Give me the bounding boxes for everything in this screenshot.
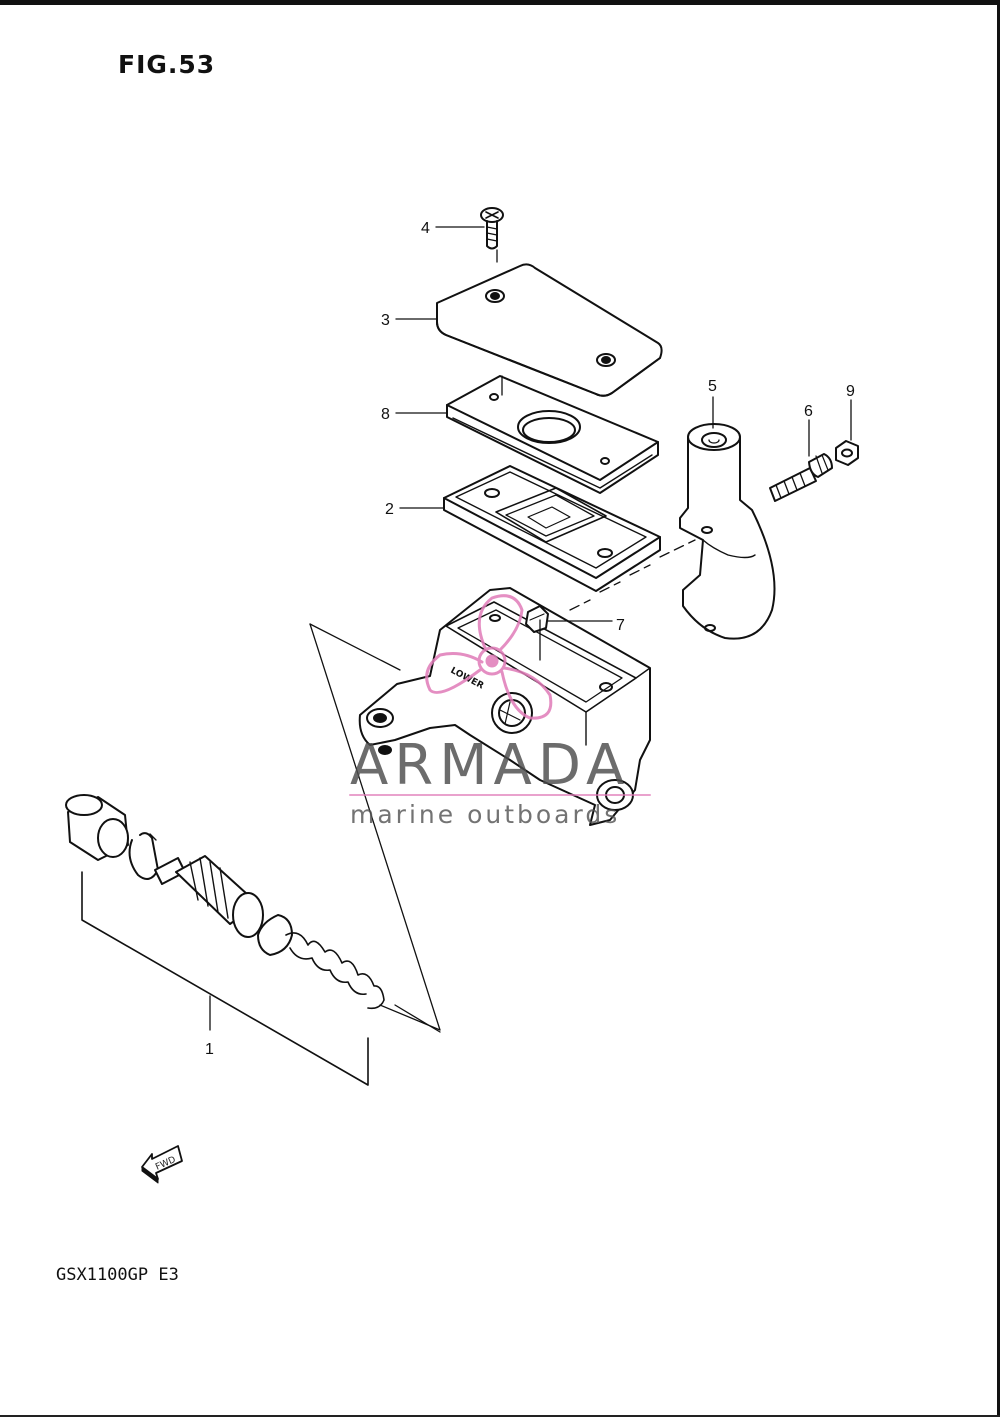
page-border-bottom	[0, 1415, 1000, 1417]
part-8-diaphragm-plate	[446, 375, 659, 494]
page-border-top	[0, 0, 1000, 5]
callout-8: 8	[381, 406, 390, 423]
part-7-fitting	[525, 605, 549, 633]
part-5-lever-holder	[679, 423, 776, 640]
fwd-arrow-icon: FWD	[141, 1145, 183, 1184]
callout-5: 5	[708, 378, 717, 395]
part-4-screw	[480, 207, 504, 250]
callout-numbers: 4 3 8 2 5 6 9 7 1	[205, 220, 855, 1058]
watermark-subtitle: marine outboards	[350, 800, 620, 829]
watermark-logo	[425, 594, 553, 720]
figure-title: FIG.53	[118, 50, 216, 79]
callout-leaders	[395, 226, 852, 622]
watermark-text: ARMADA marine outboards	[349, 733, 651, 829]
page-border-right	[997, 0, 1000, 1417]
callout-7: 7	[616, 617, 625, 634]
part-2-diaphragm	[443, 465, 661, 592]
callout-2: 2	[385, 501, 394, 518]
part-9-nut	[835, 440, 859, 466]
part-3-reservoir-cap	[436, 263, 663, 397]
watermark-title: ARMADA	[350, 733, 630, 798]
callout-3: 3	[381, 312, 390, 329]
model-code: GSX1100GP E3	[56, 1265, 179, 1285]
assembly-guide-lines	[309, 249, 696, 1033]
part-1-piston-set	[65, 794, 385, 1086]
callout-4: 4	[421, 220, 430, 237]
callout-1: 1	[205, 1041, 214, 1058]
callout-6: 6	[804, 403, 813, 420]
callout-9: 9	[846, 383, 855, 400]
part-6-bolt	[769, 453, 833, 502]
